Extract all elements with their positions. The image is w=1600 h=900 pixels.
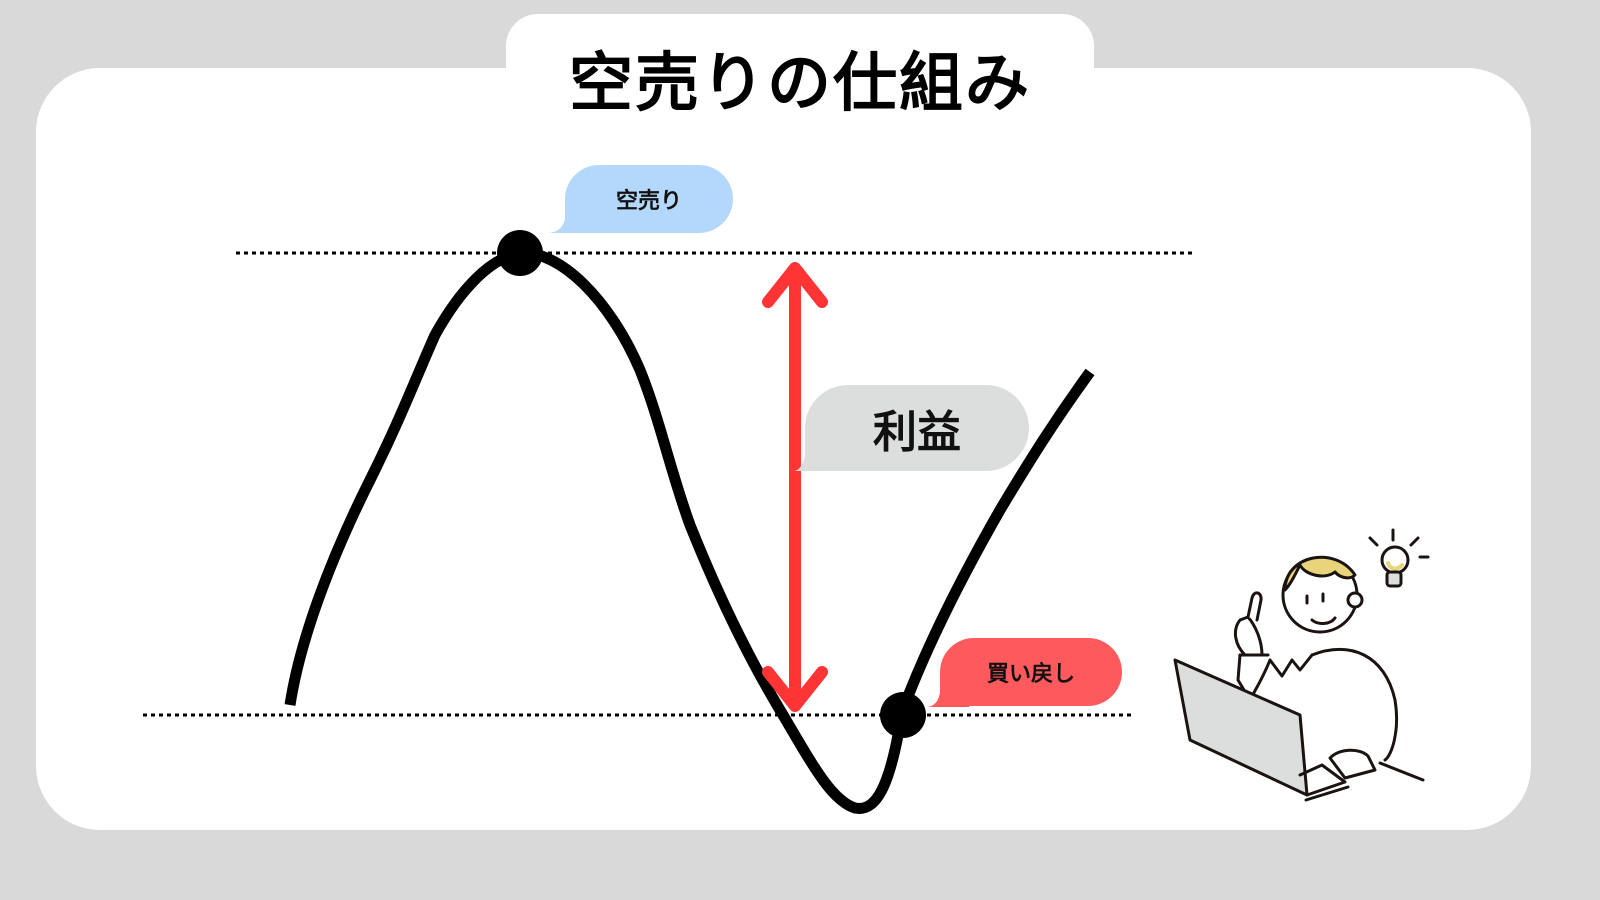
buy-back-label: 買い戻し <box>986 662 1075 687</box>
page-title: 空売りの仕組み <box>569 47 1031 121</box>
buy-back-bubble: 買い戻し <box>940 638 1122 706</box>
lightbulb-icon <box>1368 528 1430 588</box>
person-illustration <box>1173 555 1425 802</box>
short-sell-point <box>497 230 543 276</box>
short-sell-label: 空売り <box>615 189 682 214</box>
price-curve <box>284 247 1095 814</box>
profit-bubble: 利益 <box>805 385 1029 471</box>
profit-arrow-icon <box>762 262 828 712</box>
buy-back-point <box>880 692 926 738</box>
title-tab <box>506 14 1094 134</box>
profit-label: 利益 <box>873 407 961 458</box>
short-sell-bubble: 空売り <box>565 165 733 233</box>
